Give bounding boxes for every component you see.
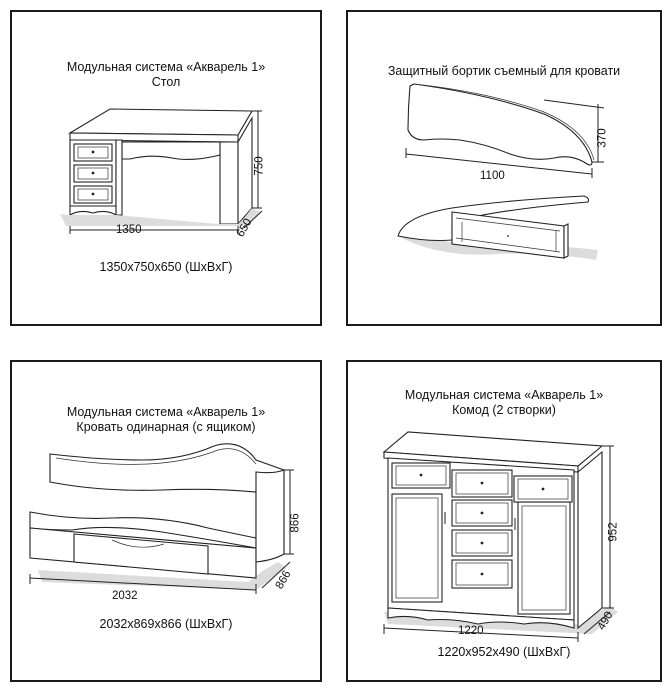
bed-caption: 2032x869x866 (ШxВxГ)	[99, 617, 233, 631]
desk-subtitle: Стол	[151, 75, 181, 89]
guard-length-dim: 1100	[480, 170, 505, 182]
guard-title: Защитный бортик съемный для кровати	[387, 64, 621, 78]
desk-height-dim: 750	[253, 156, 266, 176]
bed-width-dim: 2032	[112, 590, 138, 602]
bed-panel: Модульная система «Акварель 1» Кровать о…	[10, 360, 322, 682]
chest-drawing	[382, 431, 618, 642]
chest-caption: 1220x952x490 (ШxВxГ)	[437, 645, 571, 659]
chest-subtitle: Комод (2 створки)	[452, 403, 556, 417]
desk-drawing	[60, 108, 263, 234]
chest-panel: Модульная система «Акварель 1» Комод (2 …	[346, 360, 662, 682]
guard-panel: Защитный бортик съемный для кровати 1100…	[346, 10, 662, 326]
bed-drawing	[29, 443, 294, 594]
desk-title: Модульная система «Акварель 1»	[66, 60, 266, 74]
bed-subtitle: Кровать одинарная (с ящиком)	[76, 420, 256, 434]
guard-drawing	[397, 83, 605, 260]
chest-width-dim: 1220	[458, 625, 484, 637]
bed-height-dim: 866	[289, 513, 302, 533]
desk-panel: Модульная система «Акварель 1» Стол	[10, 10, 322, 326]
bed-title: Модульная система «Акварель 1»	[66, 405, 266, 419]
desk-width-dim: 1350	[116, 224, 142, 236]
desk-caption: 1350x750x650 (ШxВxГ)	[99, 260, 233, 274]
chest-height-dim: 952	[607, 522, 620, 542]
chest-title: Модульная система «Акварель 1»	[404, 388, 604, 402]
guard-height-dim: 370	[596, 128, 609, 148]
